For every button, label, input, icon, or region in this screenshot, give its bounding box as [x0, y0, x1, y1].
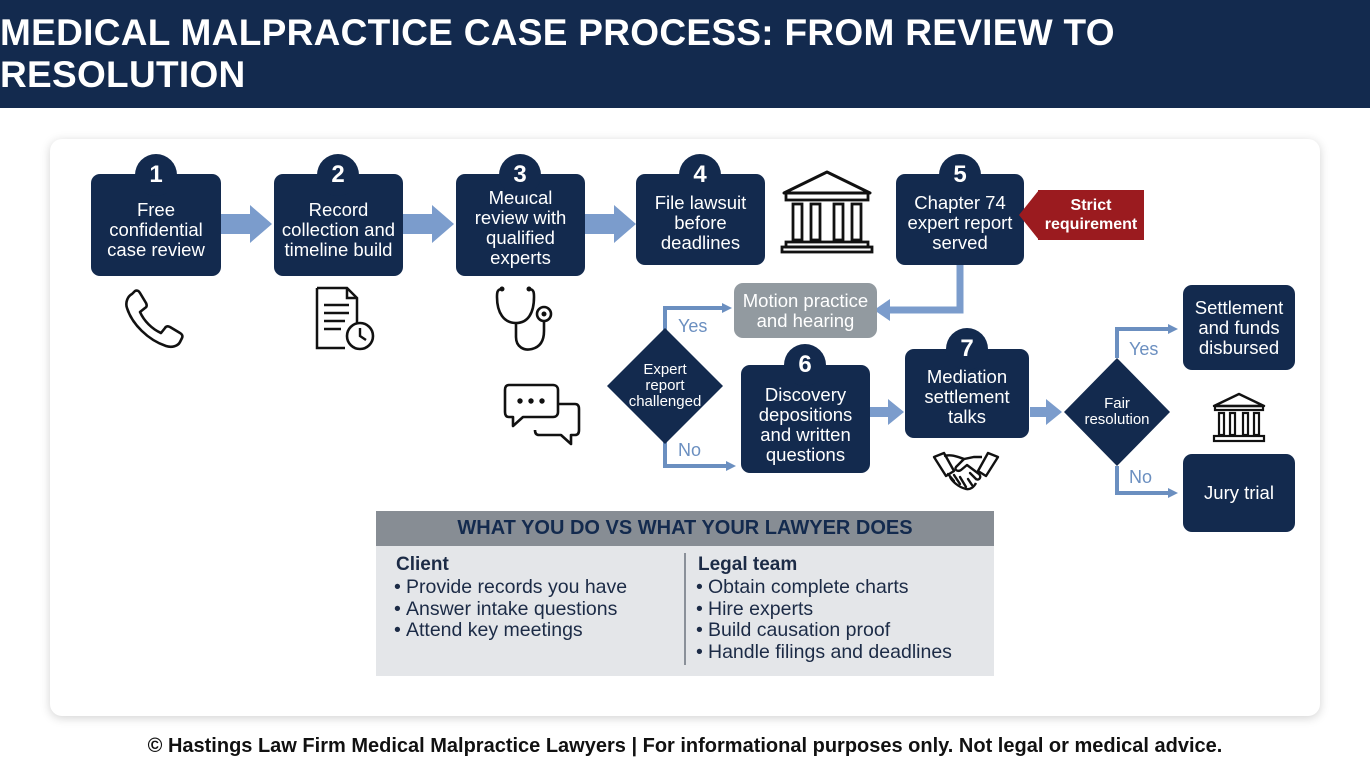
motion-practice-box: Motion practice and hearing	[734, 283, 877, 338]
page-title: MEDICAL MALPRACTICE CASE PROCESS: FROM R…	[0, 12, 1115, 95]
step-4-badge: 4	[679, 154, 721, 196]
phone-icon	[125, 289, 184, 349]
step-6-label: Discovery depositions and written questi…	[758, 384, 853, 465]
step-3-badge: 3	[499, 154, 541, 196]
step-5-badge: 5	[939, 154, 981, 196]
decision-fair-resolution: Fair resolution	[1064, 358, 1170, 466]
chat-bubbles-icon	[503, 383, 581, 446]
footer-disclaimer: © Hastings Law Firm Medical Malpractice …	[147, 735, 1223, 757]
strict-requirement-pointer	[1019, 190, 1039, 240]
step-1-label: Free confidential case review	[107, 199, 205, 260]
decision-1-no-label: No	[678, 440, 702, 460]
decision-fair-resolution-label: Fair resolution	[1084, 395, 1150, 428]
legal-team-column: Legal team Obtain complete charts Hire e…	[696, 554, 952, 664]
settlement-box: Settlement and funds disbursed	[1183, 285, 1295, 370]
step-2-badge: 2	[317, 154, 359, 196]
handshake-icon	[932, 451, 1000, 491]
step-2-label: Record collection and timeline build	[281, 199, 396, 260]
responsibilities-table: WHAT YOU DO VS WHAT YOUR LAWYER DOES Cli…	[376, 511, 994, 676]
step-7-badge: 7	[946, 328, 988, 370]
decision-2-no-label: No	[1129, 467, 1153, 487]
list-item: Answer intake questions	[394, 598, 627, 621]
decision-1-yes-label: Yes	[678, 316, 708, 336]
step-5-box: Chapter 74 expert report served	[896, 174, 1024, 265]
step-1-badge: 1	[135, 154, 177, 196]
decision-expert-report-label: Expert report challenged	[628, 361, 702, 410]
list-item: Build causation proof	[696, 619, 952, 642]
responsibilities-table-title: WHAT YOU DO VS WHAT YOUR LAWYER DOES	[376, 511, 994, 546]
list-item: Obtain complete charts	[696, 576, 952, 599]
courthouse-icon	[780, 170, 874, 254]
document-clock-icon	[315, 286, 375, 351]
step-6-badge: 6	[784, 344, 826, 386]
step-7-label: Mediation settlement talks	[924, 365, 1010, 427]
stethoscope-icon	[495, 286, 553, 351]
jury-trial-box: Jury trial	[1183, 454, 1295, 532]
client-heading: Client	[396, 554, 449, 575]
step-4-label: File lawsuit before deadlines	[654, 191, 747, 253]
legal-team-heading: Legal team	[698, 554, 798, 575]
step-1-box: Free confidential case review	[91, 174, 221, 276]
decision-2-yes-label: Yes	[1129, 339, 1159, 359]
header-banner: MEDICAL MALPRACTICE CASE PROCESS: FROM R…	[0, 0, 1370, 108]
step-3-label: Medical review with qualified experts	[474, 187, 567, 268]
client-column: Client Provide records you have Answer i…	[394, 554, 627, 642]
small-courthouse-icon	[1212, 392, 1266, 443]
strict-requirement-tag: Strict requirement	[1038, 190, 1144, 240]
list-item: Hire experts	[696, 598, 952, 621]
list-item: Attend key meetings	[394, 619, 627, 642]
decision-expert-report: Expert report challenged	[607, 328, 723, 444]
list-item: Provide records you have	[394, 576, 627, 599]
step-2-box: Record collection and timeline build	[274, 174, 403, 276]
step-5-label: Chapter 74 expert report served	[907, 191, 1013, 253]
column-divider	[684, 553, 686, 665]
list-item: Handle filings and deadlines	[696, 641, 952, 664]
